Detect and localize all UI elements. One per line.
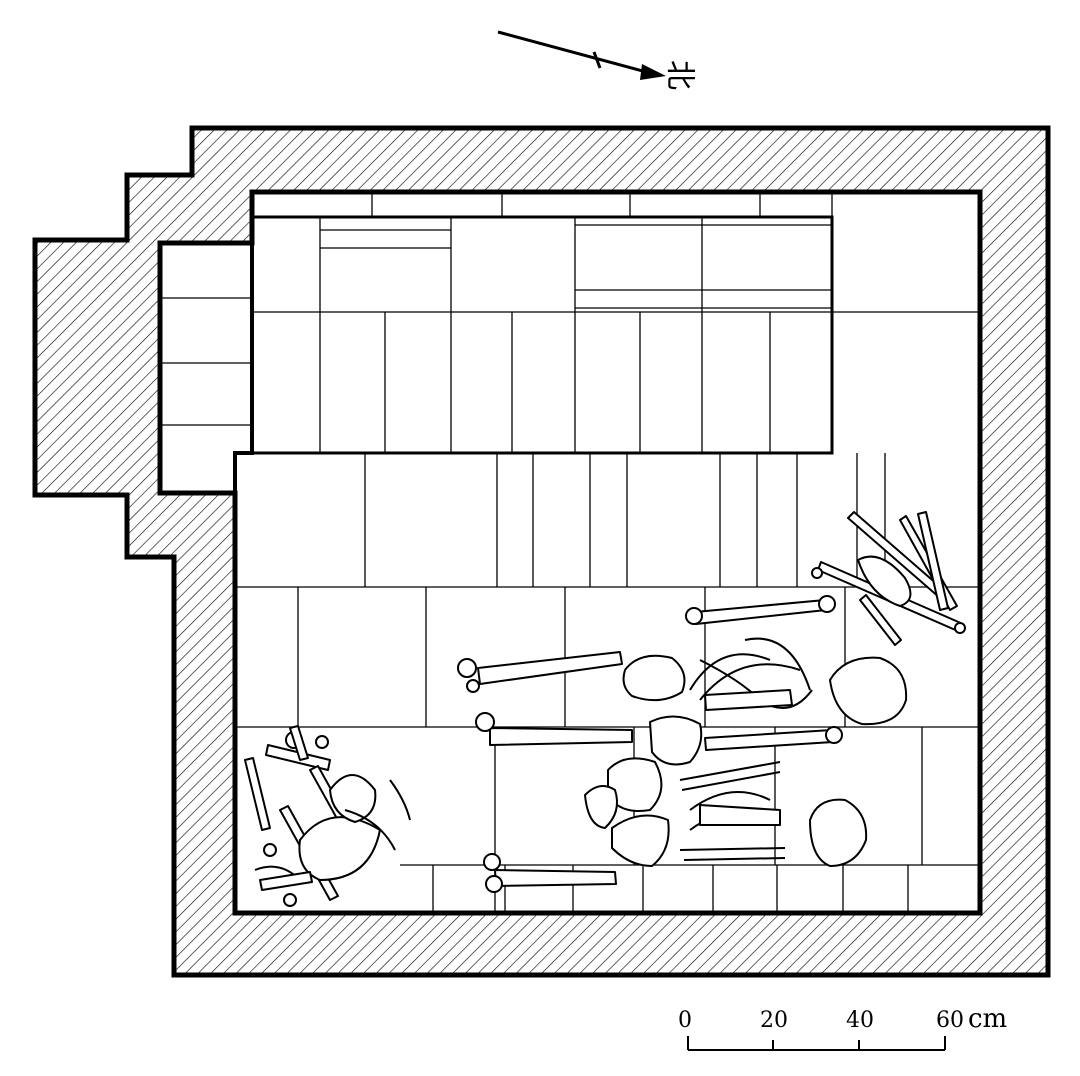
skull-upper (829, 656, 908, 726)
scale-tick-60: 60 (936, 1008, 964, 1033)
femur-middle (489, 727, 633, 746)
scale-tick-40: 40 (846, 1008, 874, 1033)
scale-unit: cm (968, 1004, 1008, 1034)
scale-tick-0: 0 (678, 1008, 692, 1033)
north-arrow (497, 30, 666, 80)
bone-cluster-northeast (811, 511, 966, 646)
pelvis-upper (622, 654, 686, 702)
skull-lower (809, 798, 868, 867)
bone-cluster-southwest (244, 725, 411, 907)
north-label: 北 (662, 60, 697, 90)
sacrum (649, 715, 703, 766)
entrance-floor (160, 297, 252, 426)
scale-bar (687, 1036, 946, 1051)
scale-tick-20: 20 (760, 1008, 788, 1033)
pelvis-lower (607, 757, 663, 812)
femur-bottom (494, 869, 617, 887)
femur-top (694, 599, 827, 625)
femur-left (477, 651, 623, 685)
skeleton-remains (244, 511, 966, 907)
upper-platform (250, 192, 980, 455)
